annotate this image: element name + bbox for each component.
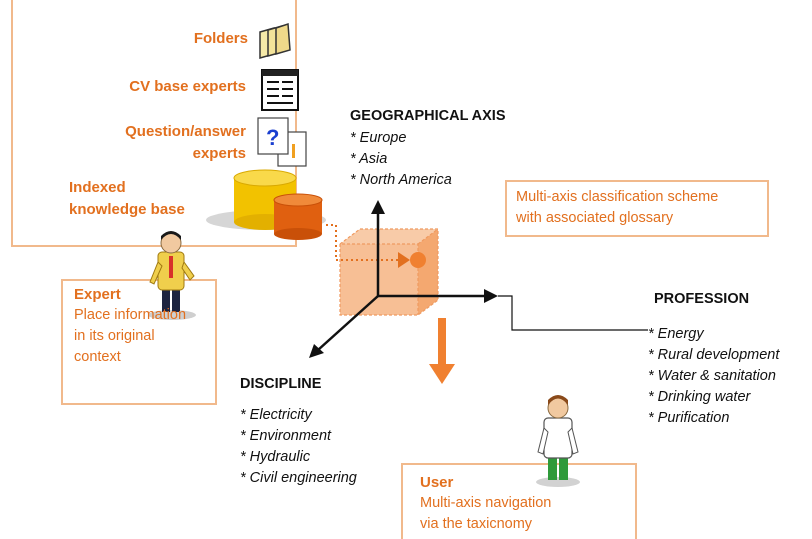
- discipline-list: * Electricity * Environment * Hydraulic …: [240, 405, 357, 489]
- kb-label-line2: knowledge base: [69, 201, 185, 218]
- profession-axis-arrowhead: [484, 289, 498, 303]
- kb-label: Indexed knowledge base: [69, 177, 185, 221]
- geographical-title: GEOGRAPHICAL AXIS: [350, 108, 506, 124]
- profession-title: PROFESSION: [654, 291, 750, 307]
- geo-item: * North America: [350, 172, 452, 188]
- connector-arrowhead: [398, 252, 410, 268]
- expert-box: Expert Place information in its original…: [74, 284, 186, 368]
- connector-dot: [410, 252, 426, 268]
- cv-document-icon: [261, 69, 299, 111]
- profession-leader-line: [498, 295, 648, 331]
- discipline-item: * Environment: [240, 428, 332, 444]
- database-icon: [206, 169, 326, 240]
- geo-item: * Asia: [350, 151, 388, 167]
- qa-label: Question/answer experts: [125, 121, 246, 165]
- profession-item: * Rural development: [648, 347, 780, 363]
- discipline-item: * Electricity: [240, 407, 312, 423]
- expert-desc-line: in its original: [74, 328, 155, 344]
- expert-title: Expert: [74, 286, 121, 303]
- kb-label-line1: Indexed: [69, 179, 126, 196]
- expert-box-border: [61, 279, 217, 405]
- scheme-line: Multi-axis classification scheme: [516, 189, 719, 205]
- folders-icon: [259, 22, 291, 59]
- discipline-item: * Civil engineering: [240, 470, 357, 486]
- geographical-axis: GEOGRAPHICAL AXIS * Europe * Asia * Nort…: [350, 108, 506, 191]
- connector-line: [326, 224, 400, 261]
- expert-desc-line: Place information: [74, 307, 187, 323]
- discipline-item: * Hydraulic: [240, 449, 311, 465]
- profession-item: * Energy: [648, 326, 704, 342]
- navigation-down-arrow: [429, 318, 455, 384]
- folders-label: Folders: [193, 30, 248, 47]
- geo-axis-arrowhead: [371, 200, 385, 214]
- profession-item: * Drinking water: [648, 389, 751, 405]
- user-desc-line: Multi-axis navigation: [420, 495, 552, 511]
- scheme-box: Multi-axis classification scheme with as…: [516, 187, 718, 229]
- user-box-border: [401, 463, 637, 539]
- user-box: User Multi-axis navigation via the taxic…: [420, 472, 551, 535]
- qa-label-line1: Question/answer: [125, 123, 246, 140]
- profession-item: * Purification: [648, 410, 730, 426]
- cv-label: CV base experts: [129, 78, 246, 95]
- knowledge-panel-border: [11, 0, 297, 247]
- axes: [317, 210, 486, 351]
- user-figure-icon: [536, 395, 580, 487]
- profession-list: * Energy * Rural development * Water & s…: [648, 324, 779, 429]
- expert-figure-icon: [148, 231, 196, 320]
- classification-cube: [339, 228, 439, 316]
- expert-desc-line: context: [74, 349, 121, 365]
- discipline-axis-arrowhead: [309, 344, 324, 358]
- qa-label-line2: experts: [192, 145, 246, 162]
- scheme-line: with associated glossary: [516, 210, 674, 226]
- svg-text:?: ?: [266, 125, 279, 150]
- profession-item: * Water & sanitation: [648, 368, 776, 384]
- scheme-box-border: [505, 180, 769, 237]
- user-title: User: [420, 474, 454, 491]
- geo-item: * Europe: [350, 130, 407, 146]
- question-answer-icon: ?: [257, 117, 307, 167]
- discipline-title: DISCIPLINE: [240, 376, 322, 392]
- user-desc-line: via the taxicnomy: [420, 516, 533, 532]
